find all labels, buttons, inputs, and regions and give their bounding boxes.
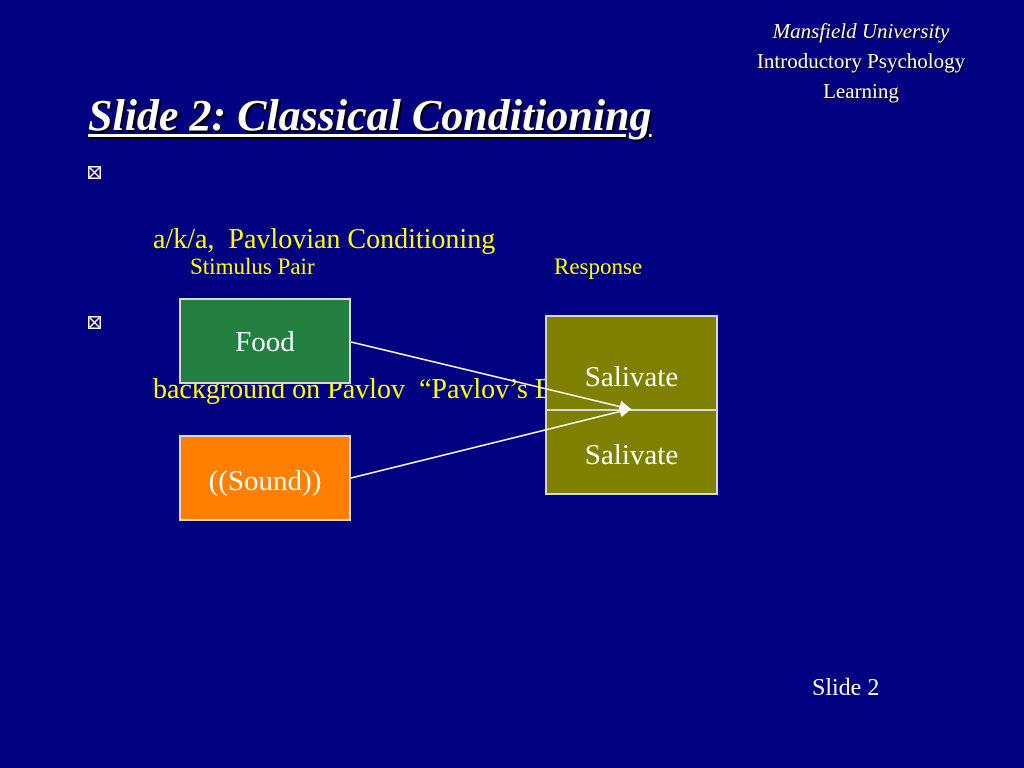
bullet-item: a/k/a, Pavlovian Conditioning	[88, 155, 605, 291]
course-name: Introductory Psychology	[756, 49, 966, 73]
salivate-label-second: Salivate	[584, 439, 679, 471]
sound-label: ((Sound))	[208, 465, 322, 497]
box-cross-bullet-icon	[88, 166, 101, 179]
salivate-label: Salivate	[584, 361, 679, 393]
topic-name: Learning	[823, 79, 899, 103]
bullet-text: a/k/a, Pavlovian Conditioning	[153, 224, 496, 255]
response-label: Response	[554, 254, 643, 279]
stimulus-pair-label: Stimulus Pair	[190, 254, 315, 279]
salivate-response-box-second: Salivate	[545, 409, 718, 495]
food-stimulus-box: Food	[179, 298, 351, 384]
university-name: Mansfield University	[772, 19, 950, 43]
slide-title: Slide 2: Classical Conditioning	[88, 91, 652, 140]
box-cross-bullet-icon	[88, 316, 101, 329]
food-label: Food	[235, 326, 295, 358]
sound-stimulus-box: ((Sound))	[179, 435, 351, 521]
slide-number: Slide 2	[812, 675, 880, 701]
slide-header: Mansfield University Introductory Psycho…	[700, 16, 1022, 106]
